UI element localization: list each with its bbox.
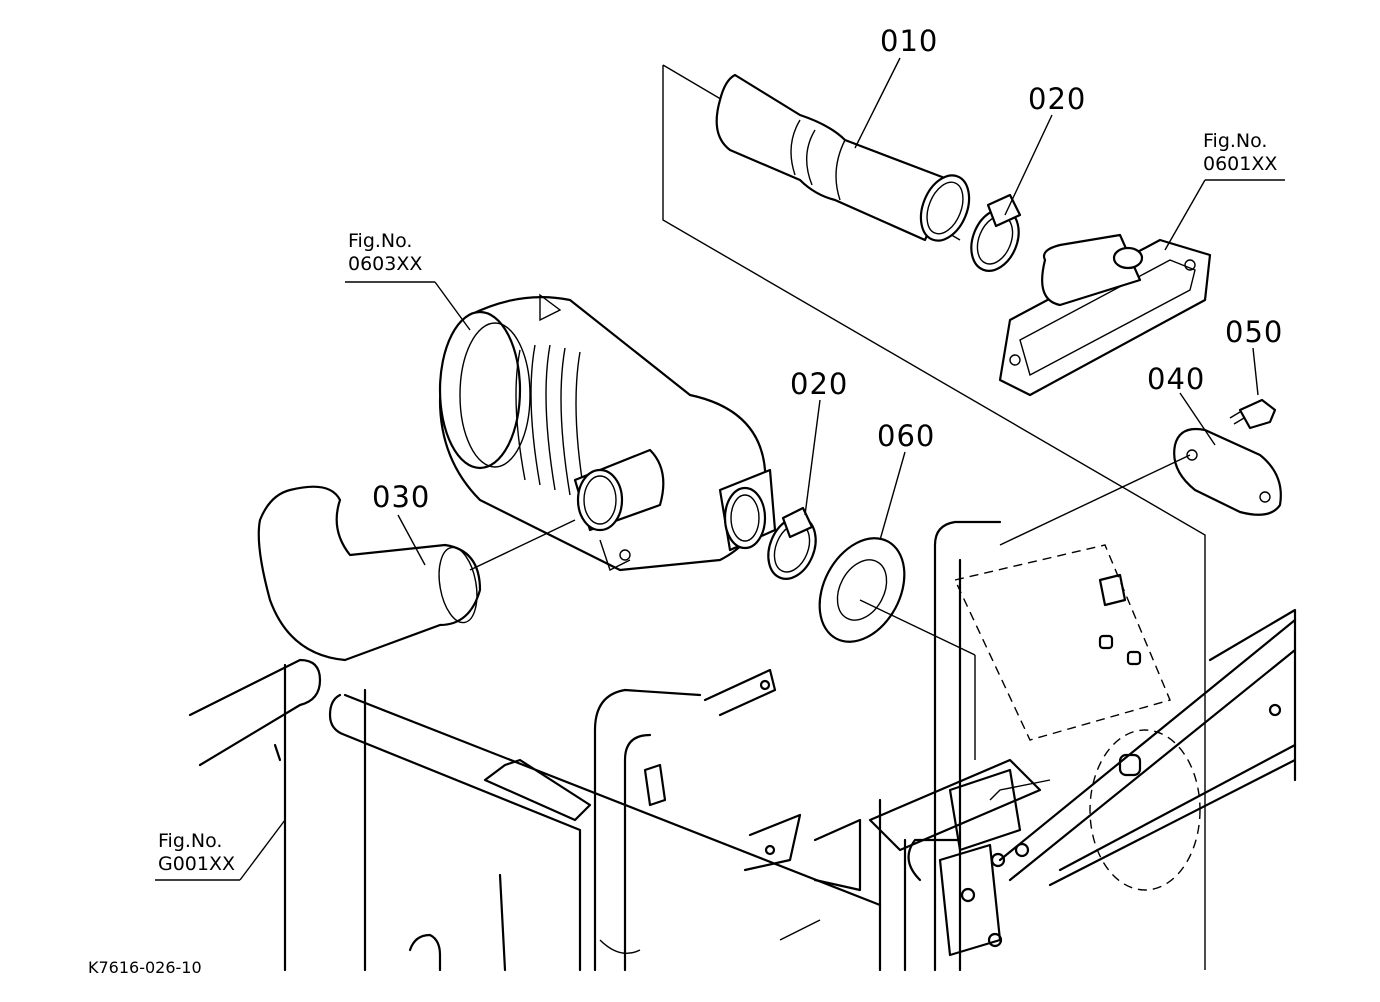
seal-ring-060 [818, 537, 906, 643]
cover-plate-040 [1173, 427, 1282, 516]
figure-ref-0601: Fig.No. 0601XX [1203, 132, 1277, 178]
bolt-050 [1229, 398, 1277, 430]
figure-ref-g001-line1: Fig.No. [158, 830, 223, 852]
figure-ref-0603: Fig.No. 0603XX [348, 232, 422, 278]
part-label-010: 010 [880, 24, 939, 58]
part-label-030: 030 [372, 480, 431, 514]
figure-ref-0601-line1: Fig.No. [1203, 130, 1268, 152]
intake-hose-010 [715, 73, 971, 242]
leader-lines [155, 57, 1285, 881]
part-label-020-mid: 020 [790, 367, 849, 401]
figure-ref-0603-line1: Fig.No. [348, 230, 413, 252]
elbow-hose-030 [257, 485, 482, 662]
part-label-040: 040 [1147, 362, 1206, 396]
hose-clamp-020-mid [767, 506, 817, 580]
part-label-060: 060 [877, 419, 936, 453]
frame-rails [188, 658, 882, 972]
figure-ref-g001-line2: G001XX [158, 853, 236, 875]
figure-ref-0601-line2: 0601XX [1203, 153, 1278, 175]
figure-ref-g001: Fig.No. G001XX [158, 832, 235, 878]
frame-structure [868, 520, 1297, 972]
figure-ref-0603-line2: 0603XX [348, 253, 423, 275]
part-label-020-top: 020 [1028, 82, 1087, 116]
hose-clamp-020-top [970, 193, 1022, 272]
intake-manifold-0601 [998, 233, 1212, 397]
drawing-code: K7616-026-10 [88, 958, 202, 977]
part-label-050: 050 [1225, 315, 1284, 349]
air-cleaner-0603 [438, 293, 777, 572]
